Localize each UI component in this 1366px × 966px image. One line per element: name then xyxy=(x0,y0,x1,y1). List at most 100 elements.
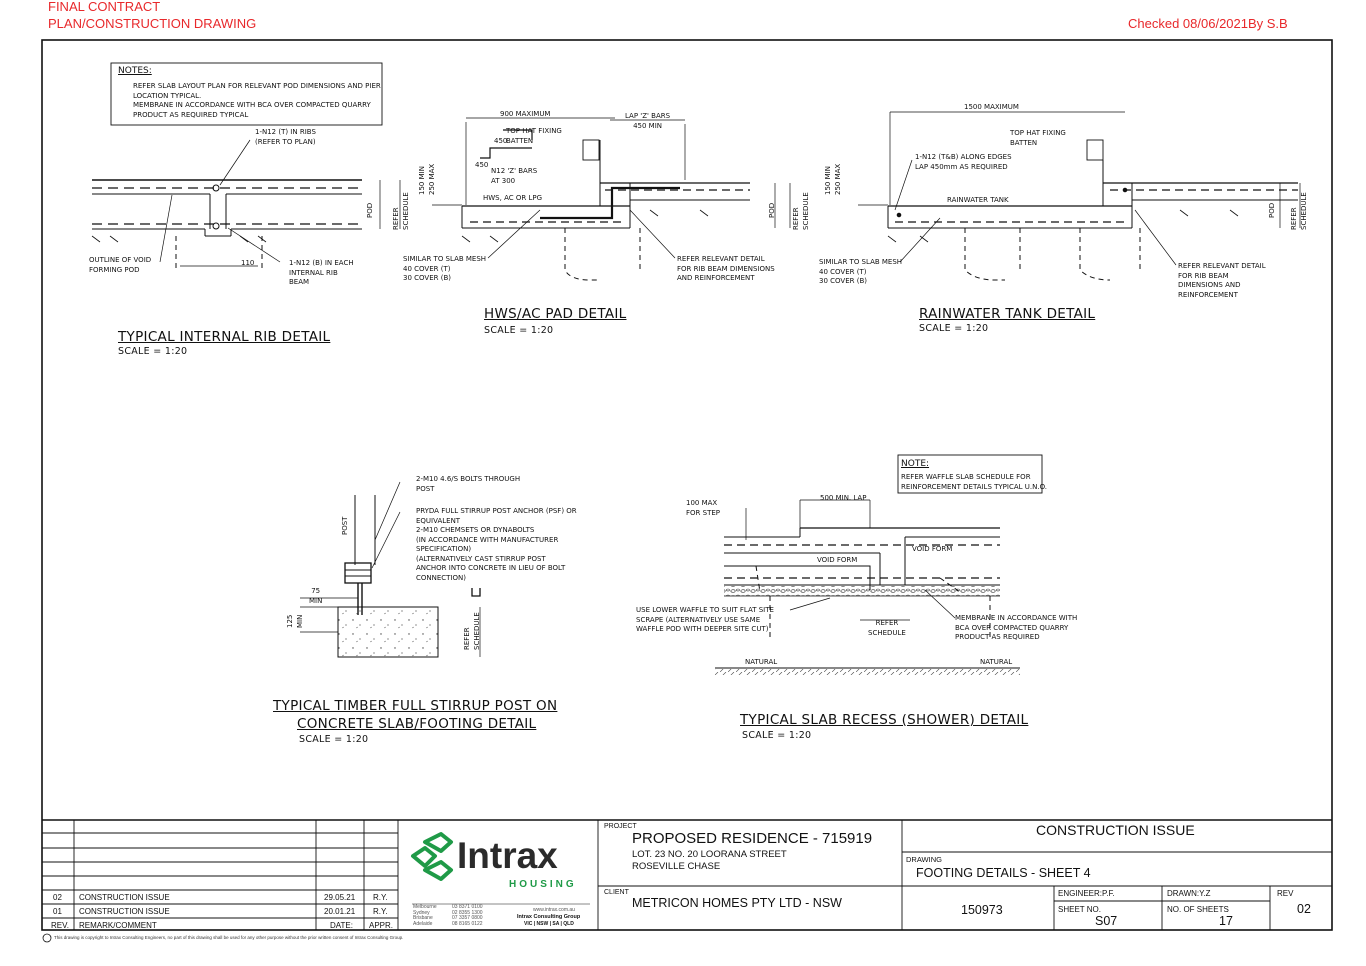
post-bolts-label: 2-M10 4.6/S BOLTS THROUGH POST xyxy=(416,475,521,493)
job-number: 150973 xyxy=(961,903,1003,917)
engineer-initials: ENGINEER:P.F. xyxy=(1058,889,1115,898)
recess-step-label: 100 MAX FOR STEP xyxy=(686,499,720,517)
recess-void-form-2: VOID FORM xyxy=(912,545,953,553)
recess-natural-left: NATURAL xyxy=(745,658,778,666)
post-detail-title-line2: CONCRETE SLAB/FOOTING DETAIL xyxy=(297,716,537,732)
revision-header-rev: REV. xyxy=(51,921,69,930)
rib-notes-heading: NOTES: xyxy=(118,66,152,76)
revision-row-rev: 02 xyxy=(53,893,62,902)
hws-dim-900: 900 MAXIMUM xyxy=(500,110,551,118)
hws-lap-label: LAP 'Z' BARS 450 MIN xyxy=(625,112,671,130)
recess-natural-right: NATURAL xyxy=(980,658,1013,666)
rib-pod-label: POD xyxy=(366,202,374,218)
hws-refer-schedule: REFER SCHEDULE xyxy=(792,192,810,230)
hws-mesh-label: SIMILAR TO SLAB MESH 40 COVER (T) 30 COV… xyxy=(403,255,487,282)
post-detail-scale: SCALE = 1:20 xyxy=(299,734,369,745)
project-label: PROJECT xyxy=(604,823,637,830)
client-label: CLIENT xyxy=(604,889,629,896)
rib-label-bottom-bar: 1-N12 (B) IN EACH INTERNAL RIB BEAM xyxy=(289,259,354,286)
num-sheets-label: NO. OF SHEETS xyxy=(1167,905,1229,914)
post-dim-125: 125 MIN xyxy=(286,614,304,628)
intrax-logo-sub: HOUSING xyxy=(509,879,577,890)
sheet-number: S07 xyxy=(1095,914,1118,928)
tank-pod-label: POD xyxy=(1268,202,1276,218)
hws-refer-detail-label: REFER RELEVANT DETAIL FOR RIB BEAM DIMEN… xyxy=(677,255,775,282)
rib-label-top-bar: 1-N12 (T) IN RIBS (REFER TO PLAN) xyxy=(255,128,316,146)
rib-label-void-pod: OUTLINE OF VOID FORMING POD xyxy=(89,256,152,274)
office-list: Melbourne Sydney Brisbane Adelaide xyxy=(413,904,437,927)
stamp-plan-construction: PLAN/CONSTRUCTION DRAWING xyxy=(48,16,257,31)
hws-top-hat-label: TOP HAT FIXING BATTEN xyxy=(506,127,562,145)
tank-mesh-label: SIMILAR TO SLAB MESH 40 COVER (T) 30 COV… xyxy=(819,258,903,285)
revision-row-date: 20.01.21 xyxy=(324,907,356,916)
stamp-final-contract: FINAL CONTRACT xyxy=(48,0,161,14)
title-block-grid xyxy=(42,820,1332,930)
revision-header-date: DATE: xyxy=(330,921,353,930)
revision-row-remark: CONSTRUCTION ISSUE xyxy=(79,907,170,916)
post-refer-schedule: REFER SCHEDULE xyxy=(463,612,481,650)
recess-membrane-label: MEMBRANE IN ACCORDANCE WITH BCA OVER COM… xyxy=(955,614,1078,641)
hws-detail-drawing xyxy=(432,117,791,281)
stamp-checked: Checked 08/06/2021By S.B xyxy=(1128,16,1288,31)
revision-header-remark: REMARK/COMMENT xyxy=(79,921,157,930)
revision-number: 02 xyxy=(1297,902,1311,916)
hws-z-bars-label: N12 'Z' BARS AT 300 xyxy=(491,167,538,185)
recess-void-form-1: VOID FORM xyxy=(817,556,858,564)
client-name: METRICON HOMES PTY LTD - NSW xyxy=(632,896,842,910)
hws-pod-label: POD xyxy=(768,202,776,218)
drawing-name: FOOTING DETAILS - SHEET 4 xyxy=(916,866,1091,880)
recess-detail-drawing xyxy=(715,454,1043,675)
recess-lower-waffle-label: USE LOWER WAFFLE TO SUIT FLAT SITE SCRAP… xyxy=(636,606,774,633)
rib-detail-title: TYPICAL INTERNAL RIB DETAIL xyxy=(118,329,331,345)
tank-detail-drawing xyxy=(858,111,1301,281)
tank-top-hat-label: TOP HAT FIXING BATTEN xyxy=(1010,129,1066,147)
hws-dim-150: 150 MIN 250 MAX xyxy=(418,163,436,195)
rib-refer-schedule: REFER SCHEDULE xyxy=(392,192,410,230)
hws-detail-title: HWS/AC PAD DETAIL xyxy=(484,306,627,322)
issue-status: CONSTRUCTION ISSUE xyxy=(1036,822,1195,838)
drawn-initials: DRAWN:Y.Z xyxy=(1167,889,1211,898)
hws-dim-450a: 450 xyxy=(494,137,508,145)
post-detail-title-line1: TYPICAL TIMBER FULL STIRRUP POST ON xyxy=(273,698,558,714)
sheet-no-label: SHEET NO. xyxy=(1058,905,1101,914)
tank-detail-title: RAINWATER TANK DETAIL xyxy=(919,306,1096,322)
rib-detail-scale: SCALE = 1:20 xyxy=(118,346,188,357)
recess-detail-scale: SCALE = 1:20 xyxy=(742,730,812,741)
num-sheets: 17 xyxy=(1219,914,1233,928)
revision-row-rev: 01 xyxy=(53,907,62,916)
rib-note-2: MEMBRANE IN ACCORDANCE WITH BCA OVER COM… xyxy=(133,101,371,119)
post-dim-75: 75 MIN xyxy=(309,587,323,605)
recess-note-heading: NOTE: xyxy=(901,459,930,469)
copyright-notice: This drawing is copyright to Intrax Cons… xyxy=(54,935,404,940)
recess-note-text: REFER WAFFLE SLAB SCHEDULE FOR REINFORCE… xyxy=(901,473,1048,491)
intrax-logo-word: Intrax xyxy=(457,835,558,876)
revision-row-remark: CONSTRUCTION ISSUE xyxy=(79,893,170,902)
rib-note-1: REFER SLAB LAYOUT PLAN FOR RELEVANT POD … xyxy=(133,82,381,100)
post-pryda-label: PRYDA FULL STIRRUP POST ANCHOR (PSF) OR … xyxy=(416,507,577,582)
tank-n12-label: 1-N12 (T&B) ALONG EDGES LAP 450mm AS REQ… xyxy=(915,153,1012,171)
post-detail-drawing xyxy=(300,481,481,658)
revision-row-appr: R.Y. xyxy=(373,893,388,902)
recess-lap-label: 500 MIN. LAP xyxy=(820,494,867,502)
intrax-logo-mark xyxy=(411,832,453,881)
drawing-label: DRAWING xyxy=(906,855,942,864)
rib-detail-drawing xyxy=(91,62,401,270)
recess-detail-title: TYPICAL SLAB RECESS (SHOWER) DETAIL xyxy=(740,712,1029,728)
intrax-states: VIC | NSW | SA | QLD xyxy=(524,921,574,927)
revision-row-date: 29.05.21 xyxy=(324,893,356,902)
project-name: PROPOSED RESIDENCE - 715919 xyxy=(632,830,873,847)
intrax-group: Intrax Consulting Group xyxy=(517,914,581,920)
tank-dim-150: 150 MIN 250 MAX xyxy=(824,163,842,195)
hws-detail-scale: SCALE = 1:20 xyxy=(484,325,554,336)
project-address-2: ROSEVILLE CHASE xyxy=(632,861,721,872)
tank-detail-scale: SCALE = 1:20 xyxy=(919,323,989,334)
hws-equipment-label: HWS, AC OR LPG xyxy=(483,194,543,202)
hws-dim-450b: 450 xyxy=(475,161,489,169)
revision-header-appr: APPR. xyxy=(369,921,394,930)
recess-refer-schedule: REFER SCHEDULE xyxy=(868,619,906,637)
rev-label: REV xyxy=(1277,889,1294,898)
rib-dim-110: 110 xyxy=(241,259,255,267)
intrax-web: www.intrax.com.au xyxy=(533,907,575,913)
office-phones: 03 8371 0100 02 8355 1300 07 3357 0800 0… xyxy=(452,904,483,927)
